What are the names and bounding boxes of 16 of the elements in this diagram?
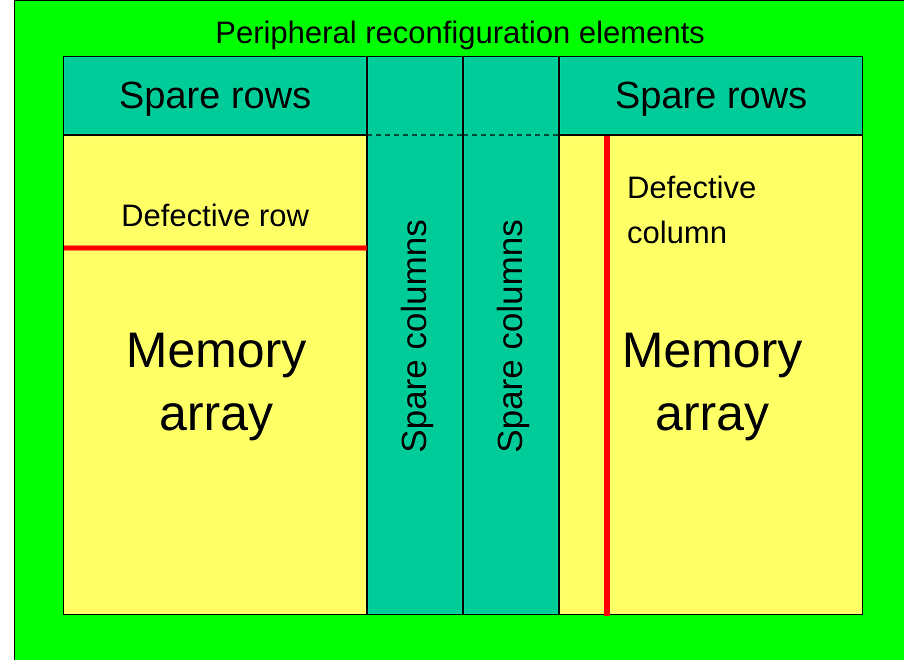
defect-label: Defective row bbox=[120, 198, 310, 234]
array-label: Memory array bbox=[124, 321, 308, 442]
panel-title: Peripheral reconfiguration elements bbox=[214, 15, 706, 51]
section-label: Spare columns bbox=[490, 218, 531, 452]
spare-rows-box bbox=[63, 56, 367, 135]
section-label: Spare rows bbox=[118, 75, 312, 119]
array-label: Memory array bbox=[620, 321, 804, 442]
section-label: Spare columns bbox=[394, 218, 435, 452]
defect-label: Defective column bbox=[627, 169, 758, 252]
memory-array-box bbox=[63, 135, 367, 615]
outer-panel bbox=[14, 0, 904, 660]
spare-rows-box bbox=[559, 56, 863, 135]
spare-columns-box bbox=[367, 56, 463, 615]
memory-array-box bbox=[559, 135, 863, 615]
section-label: Spare rows bbox=[614, 75, 808, 119]
spare-columns-box bbox=[463, 56, 559, 615]
